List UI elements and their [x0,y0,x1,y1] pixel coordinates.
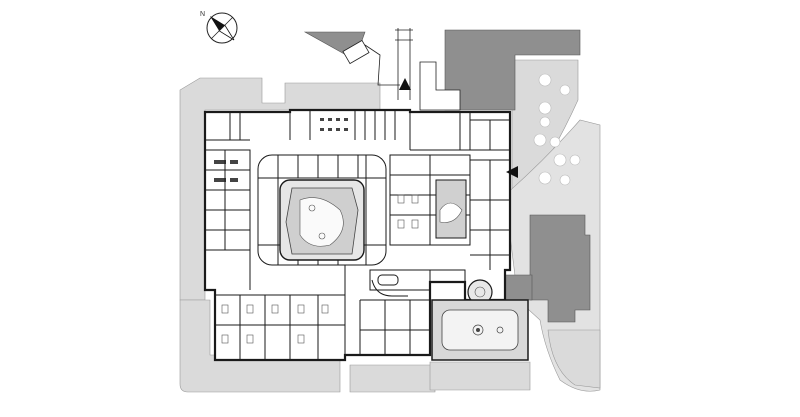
main-building [203,108,512,362]
trees [533,73,581,186]
central-courtyard [279,179,365,261]
west-wing-rooms [205,149,251,290]
compass-north-label: N [200,11,205,18]
compass: N [200,11,238,44]
east-wing-rooms [389,154,510,270]
east-entrance-arrow-icon [506,166,518,178]
north-access [342,28,461,111]
building-connector [504,274,533,301]
fixtures [221,194,419,344]
building-east-block [529,214,591,323]
neighbouring-buildings [303,29,591,323]
east-courtyard [435,179,467,239]
site-ground-west [179,77,381,301]
north-wing-rooms [205,110,510,151]
furniture [214,118,348,182]
site-ground-south [349,364,436,393]
site-ground-southeast-curve [547,329,601,389]
site-ground-southeast [429,361,531,391]
patio [431,299,529,361]
north-arrow-icon [209,15,235,41]
central-hall [369,269,466,297]
north-entrance-arrow-icon [399,78,411,90]
south-wing-rooms [215,265,430,360]
entrance-arrows [399,78,518,178]
